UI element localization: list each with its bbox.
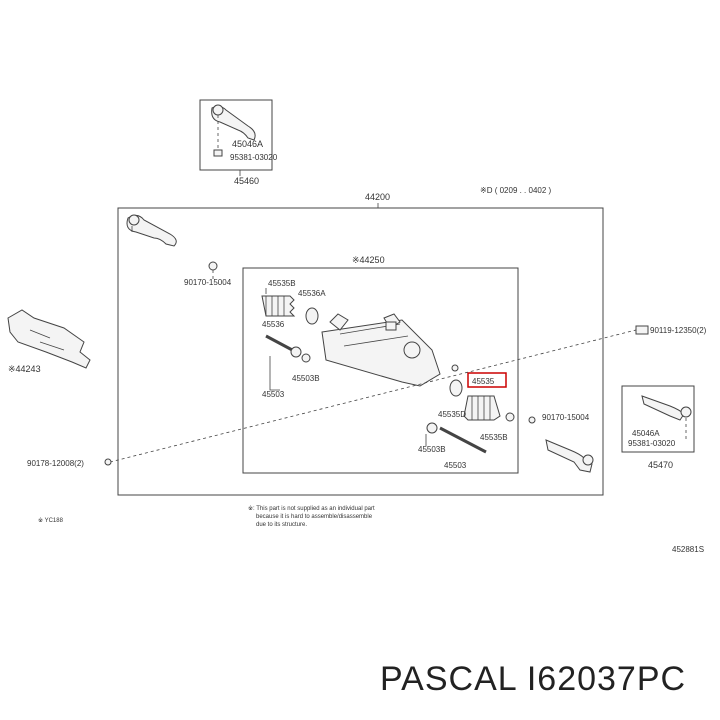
washer-right [451,364,459,372]
right-ref-a: 45046A [632,429,660,438]
sub-assembly-box [242,267,519,474]
main-assembly-note: ※D ( 0209 . . 0402 ) [480,186,552,195]
boot-45535B-top [261,295,296,317]
tie-rod-end-right-main [545,439,594,473]
label-45535-highlight: 45535 [472,377,495,386]
small-code: ※ YC188 [38,517,64,524]
left-part-label: ※44243 [8,364,41,374]
nut-left [208,261,218,271]
tie-rod-end-top [211,104,256,157]
footnote-line3: due to its structure. [256,522,307,528]
label-45535B-top: 45535B [268,279,296,288]
top-ref-a: 45046A [232,139,263,149]
bolt-right-mid-label: 90170-15004 [542,413,590,422]
label-45535D: 45535D [438,410,466,419]
main-assembly-number: 44200 [365,192,390,202]
bracket-44243 [7,309,91,369]
axis-line [109,329,637,463]
tie-rod-end-right-box [641,395,692,440]
right-part-box [621,385,695,453]
label-45536: 45536 [262,320,285,329]
bolt-left-bottom-label: 90178-12008(2) [27,459,84,468]
top-part-number: 45460 [234,176,259,186]
bolt-right-top-label: 90119-12350(2) [650,326,707,335]
bracket-right-small [385,321,397,331]
footnote-line1: ※: This part is not supplied as an indiv… [248,505,375,512]
label-45536A: 45536A [298,289,326,298]
clamp-45536A [305,307,319,325]
brand-part-label: PASCAL I62037PC [380,660,687,698]
top-part-box [199,99,273,171]
top-ref-b: 95381-03020 [230,153,278,162]
clamp-right [449,379,463,397]
inner-tie-rod-left [265,334,311,363]
main-assembly-box [117,207,604,496]
inner-tie-rod-right [426,422,487,454]
label-45503B-bottom: 45503B [418,445,446,454]
washer-right-2 [505,412,515,422]
boot-45535-right [463,395,501,421]
sub-assembly-number: ※44250 [352,255,385,265]
diagram-number: 452881S [672,545,704,554]
steering-rack-housing [321,313,441,387]
label-45503-top: 45503 [262,390,285,399]
label-45503B-top: 45503B [292,374,320,383]
highlight-box-45535 [467,372,507,388]
label-45535B-bottom: 45535B [480,433,508,442]
right-ref-b: 95381-03020 [628,439,676,448]
label-45503-bottom: 45503 [444,461,467,470]
bolt-left-top-label: 90170-15004 [184,278,232,287]
footnote-line2: because it is hard to assemble/disassemb… [256,514,373,520]
tie-rod-end-left [126,214,177,247]
right-part-number: 45470 [648,460,673,470]
